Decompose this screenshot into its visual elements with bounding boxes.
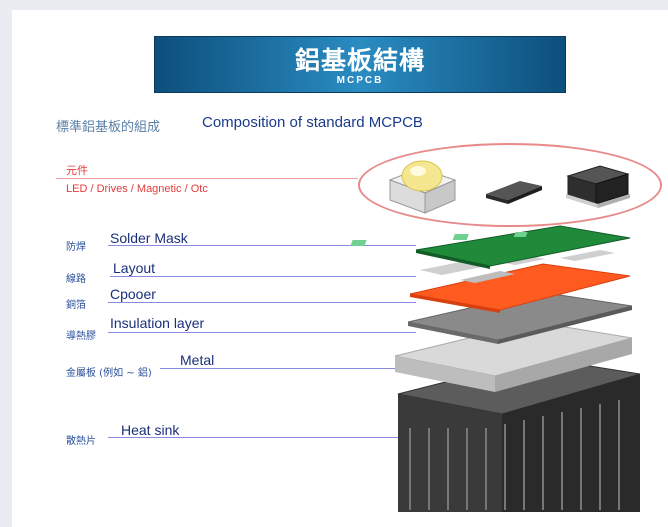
layer-label-en-heat-sink: Heat sink bbox=[121, 422, 180, 438]
leader-solder-mask bbox=[108, 245, 416, 246]
layout-layer bbox=[420, 250, 615, 283]
ic-chip-component bbox=[486, 181, 542, 204]
banner-subtitle: MCPCB bbox=[336, 75, 384, 86]
banner-title: 鋁基板結構 bbox=[294, 46, 425, 75]
layer-label-en-solder-mask: Solder Mask bbox=[110, 230, 188, 246]
layer-label-zh-metal: 金屬板 (例如 ~ 鋁) bbox=[66, 368, 152, 379]
heading-english: Composition of standard MCPCB bbox=[202, 114, 423, 131]
components-label-en: LED / Drives / Magnetic / Otc bbox=[66, 183, 208, 195]
led-component bbox=[388, 160, 457, 214]
layer-label-en-copper: Cpooer bbox=[110, 286, 156, 302]
heat-sink-layer bbox=[397, 357, 641, 512]
components-leader-line bbox=[56, 178, 358, 179]
insulation-layer bbox=[407, 291, 633, 344]
layer-label-en-metal: Metal bbox=[180, 352, 215, 368]
components-ellipse bbox=[358, 143, 662, 227]
heading-chinese: 標準鋁基板的組成 bbox=[56, 120, 161, 135]
layer-label-zh-solder-mask: 防焊 bbox=[66, 242, 86, 253]
layer-label-zh-insulation: 導熱膠 bbox=[66, 331, 96, 342]
solder-mask-layer bbox=[350, 225, 631, 269]
components-label-zh: 元件 bbox=[66, 165, 88, 177]
leader-heat-sink bbox=[108, 437, 416, 438]
metal-layer bbox=[394, 321, 633, 392]
leader-insulation bbox=[108, 332, 416, 333]
inductor-component bbox=[566, 165, 630, 208]
layer-label-en-layout: Layout bbox=[113, 260, 156, 276]
layer-label-zh-heat-sink: 散熱片 bbox=[66, 436, 96, 447]
layer-label-en-insulation: Insulation layer bbox=[110, 315, 205, 331]
layer-label-zh-layout: 線路 bbox=[66, 274, 86, 285]
leader-copper bbox=[108, 302, 416, 303]
title-banner: 鋁基板結構 MCPCB bbox=[154, 36, 566, 93]
leader-metal bbox=[160, 368, 416, 369]
leader-layout bbox=[110, 276, 416, 277]
layer-label-zh-copper: 銅箔 bbox=[66, 300, 86, 311]
